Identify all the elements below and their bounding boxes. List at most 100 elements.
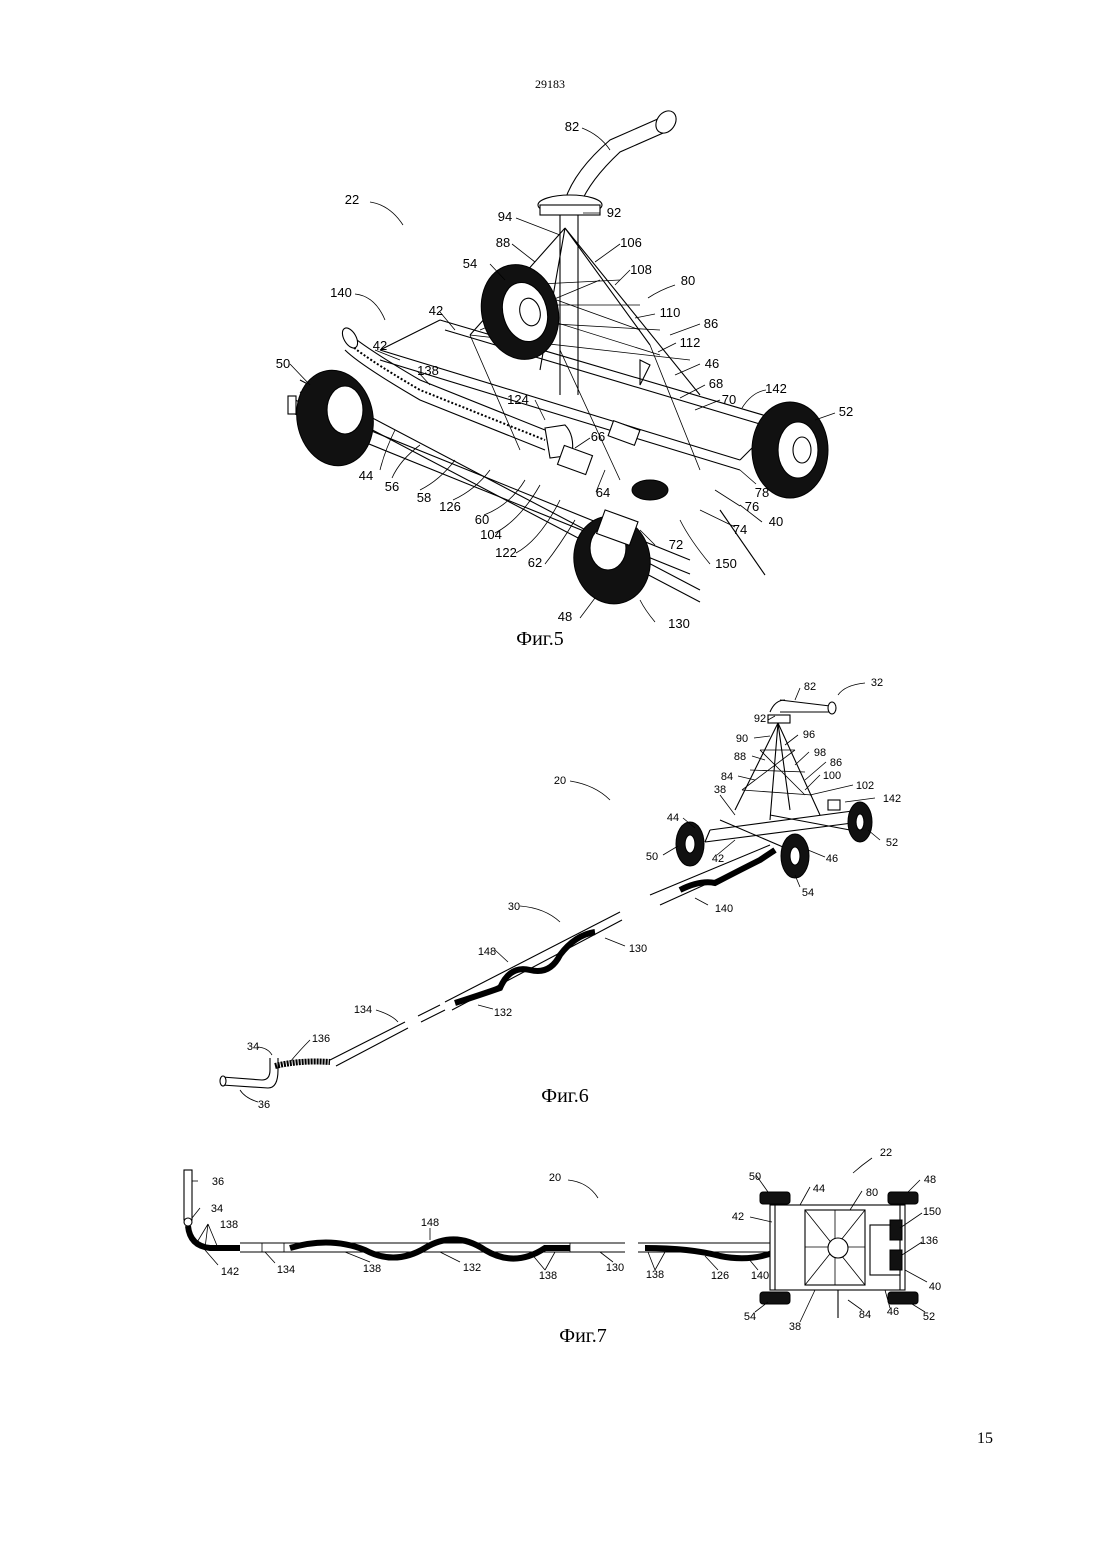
fig6-label: 148 (478, 946, 496, 958)
fig7-label: 138 (539, 1270, 557, 1282)
fig6-label: 52 (886, 837, 898, 849)
fig6-caption: Фиг.6 (541, 1085, 588, 1107)
fig5-label: 44 (359, 468, 373, 483)
fig7-label: 80 (866, 1187, 878, 1199)
fig6-label: 44 (667, 812, 679, 824)
fig7-label: 46 (887, 1306, 899, 1318)
fig5-label: 124 (507, 392, 529, 407)
fig6-label: 96 (803, 729, 815, 741)
fig5-label: 68 (709, 376, 723, 391)
fig7-label: 48 (924, 1174, 936, 1186)
fig5-label: 82 (565, 119, 579, 134)
fig7-label: 38 (789, 1321, 801, 1333)
fig5-label: 64 (596, 485, 610, 500)
fig6-label: 38 (714, 784, 726, 796)
wheel-54 (471, 256, 569, 368)
fig7-label: 20 (549, 1172, 561, 1184)
fig7-label: 130 (606, 1262, 624, 1274)
fig5-label: 46 (705, 356, 719, 371)
fig6-leaders (240, 683, 880, 1102)
page-number: 15 (977, 1430, 993, 1447)
fig7-label: 36 (212, 1176, 224, 1188)
fig5-label: 76 (745, 499, 759, 514)
fig5-label: 22 (345, 192, 359, 207)
fig5-label: 80 (681, 273, 695, 288)
fig7-label: 84 (859, 1309, 871, 1321)
fig7-label: 54 (744, 1311, 756, 1323)
fig5-label: 142 (765, 381, 787, 396)
fig6-label: 54 (802, 887, 814, 899)
fig6-label: 46 (826, 853, 838, 865)
fig6-label: 136 (312, 1033, 330, 1045)
fig5-label: 72 (669, 537, 683, 552)
fig5-label: 74 (733, 522, 747, 537)
fig7-label: 148 (421, 1217, 439, 1229)
fig6-label: 98 (814, 747, 826, 759)
fig5-caption: Фиг.5 (516, 628, 563, 650)
fig5-label: 130 (668, 616, 690, 631)
fig6-label: 32 (871, 677, 883, 689)
fig5-label: 78 (755, 485, 769, 500)
fig5-label: 40 (769, 514, 783, 529)
fig7-drawing (184, 1170, 918, 1318)
fig6-label: 36 (258, 1099, 270, 1111)
fig5-label: 106 (620, 235, 642, 250)
fig6-label: 34 (247, 1041, 259, 1053)
fig5-label: 150 (715, 556, 737, 571)
fig7-label: 138 (363, 1263, 381, 1275)
fig5-label: 108 (630, 262, 652, 277)
fig5-label: 138 (417, 363, 439, 378)
fig7-label: 136 (920, 1235, 938, 1247)
fig6-label: 142 (883, 793, 901, 805)
fig7-label: 42 (732, 1211, 744, 1223)
fig7-label: 140 (751, 1270, 769, 1282)
fig6-label: 130 (629, 943, 647, 955)
fig6-label: 140 (715, 903, 733, 915)
fig5-label: 94 (498, 209, 512, 224)
fig6-label: 92 (754, 713, 766, 725)
fig6-label: 100 (823, 770, 841, 782)
fig6-label: 42 (712, 853, 724, 865)
fig6-label: 50 (646, 851, 658, 863)
fig5-label: 48 (558, 609, 572, 624)
fig5-label: 104 (480, 527, 502, 542)
fig6-label: 134 (354, 1004, 372, 1016)
fig7-label: 142 (221, 1266, 239, 1278)
fig6-label: 86 (830, 757, 842, 769)
fig5-label: 42 (373, 338, 387, 353)
fig7-caption: Фиг.7 (559, 1325, 606, 1347)
fig5-label: 66 (591, 429, 605, 444)
fig5-label: 88 (496, 235, 510, 250)
fig6-drawing (220, 700, 872, 1088)
fig5-label: 110 (660, 305, 681, 320)
fig6-label: 20 (554, 775, 566, 787)
fig7-label: 132 (463, 1262, 481, 1274)
fig5-label: 56 (385, 479, 399, 494)
fig6-label: 90 (736, 733, 748, 745)
fig7-label: 134 (277, 1264, 295, 1276)
fig7-label: 150 (923, 1206, 941, 1218)
fig6-label: 88 (734, 751, 746, 763)
fig5-label: 122 (495, 545, 517, 560)
fig6-label: 132 (494, 1007, 512, 1019)
fig5-label: 86 (704, 316, 718, 331)
fig7-label: 34 (211, 1203, 223, 1215)
wheel-52 (752, 402, 828, 498)
fig5-label: 92 (607, 205, 621, 220)
fig7-label: 44 (813, 1183, 825, 1195)
fig5-label: 52 (839, 404, 853, 419)
fig7-label: 40 (929, 1281, 941, 1293)
fig7-label: 126 (711, 1270, 729, 1282)
fig5-label: 60 (475, 512, 489, 527)
fig5-label: 70 (722, 392, 736, 407)
fig5-label: 140 (330, 285, 352, 300)
fig5-label: 50 (276, 356, 290, 371)
fig7-label: 138 (646, 1269, 664, 1281)
fig5-label: 62 (528, 555, 542, 570)
fig5-label: 54 (463, 256, 477, 271)
fig5-label: 58 (417, 490, 431, 505)
fig6-labels: 82 32 92 90 96 88 98 86 84 100 102 38 14… (247, 677, 901, 1111)
fig7-label: 138 (220, 1219, 238, 1231)
fig7-label: 22 (880, 1147, 892, 1159)
